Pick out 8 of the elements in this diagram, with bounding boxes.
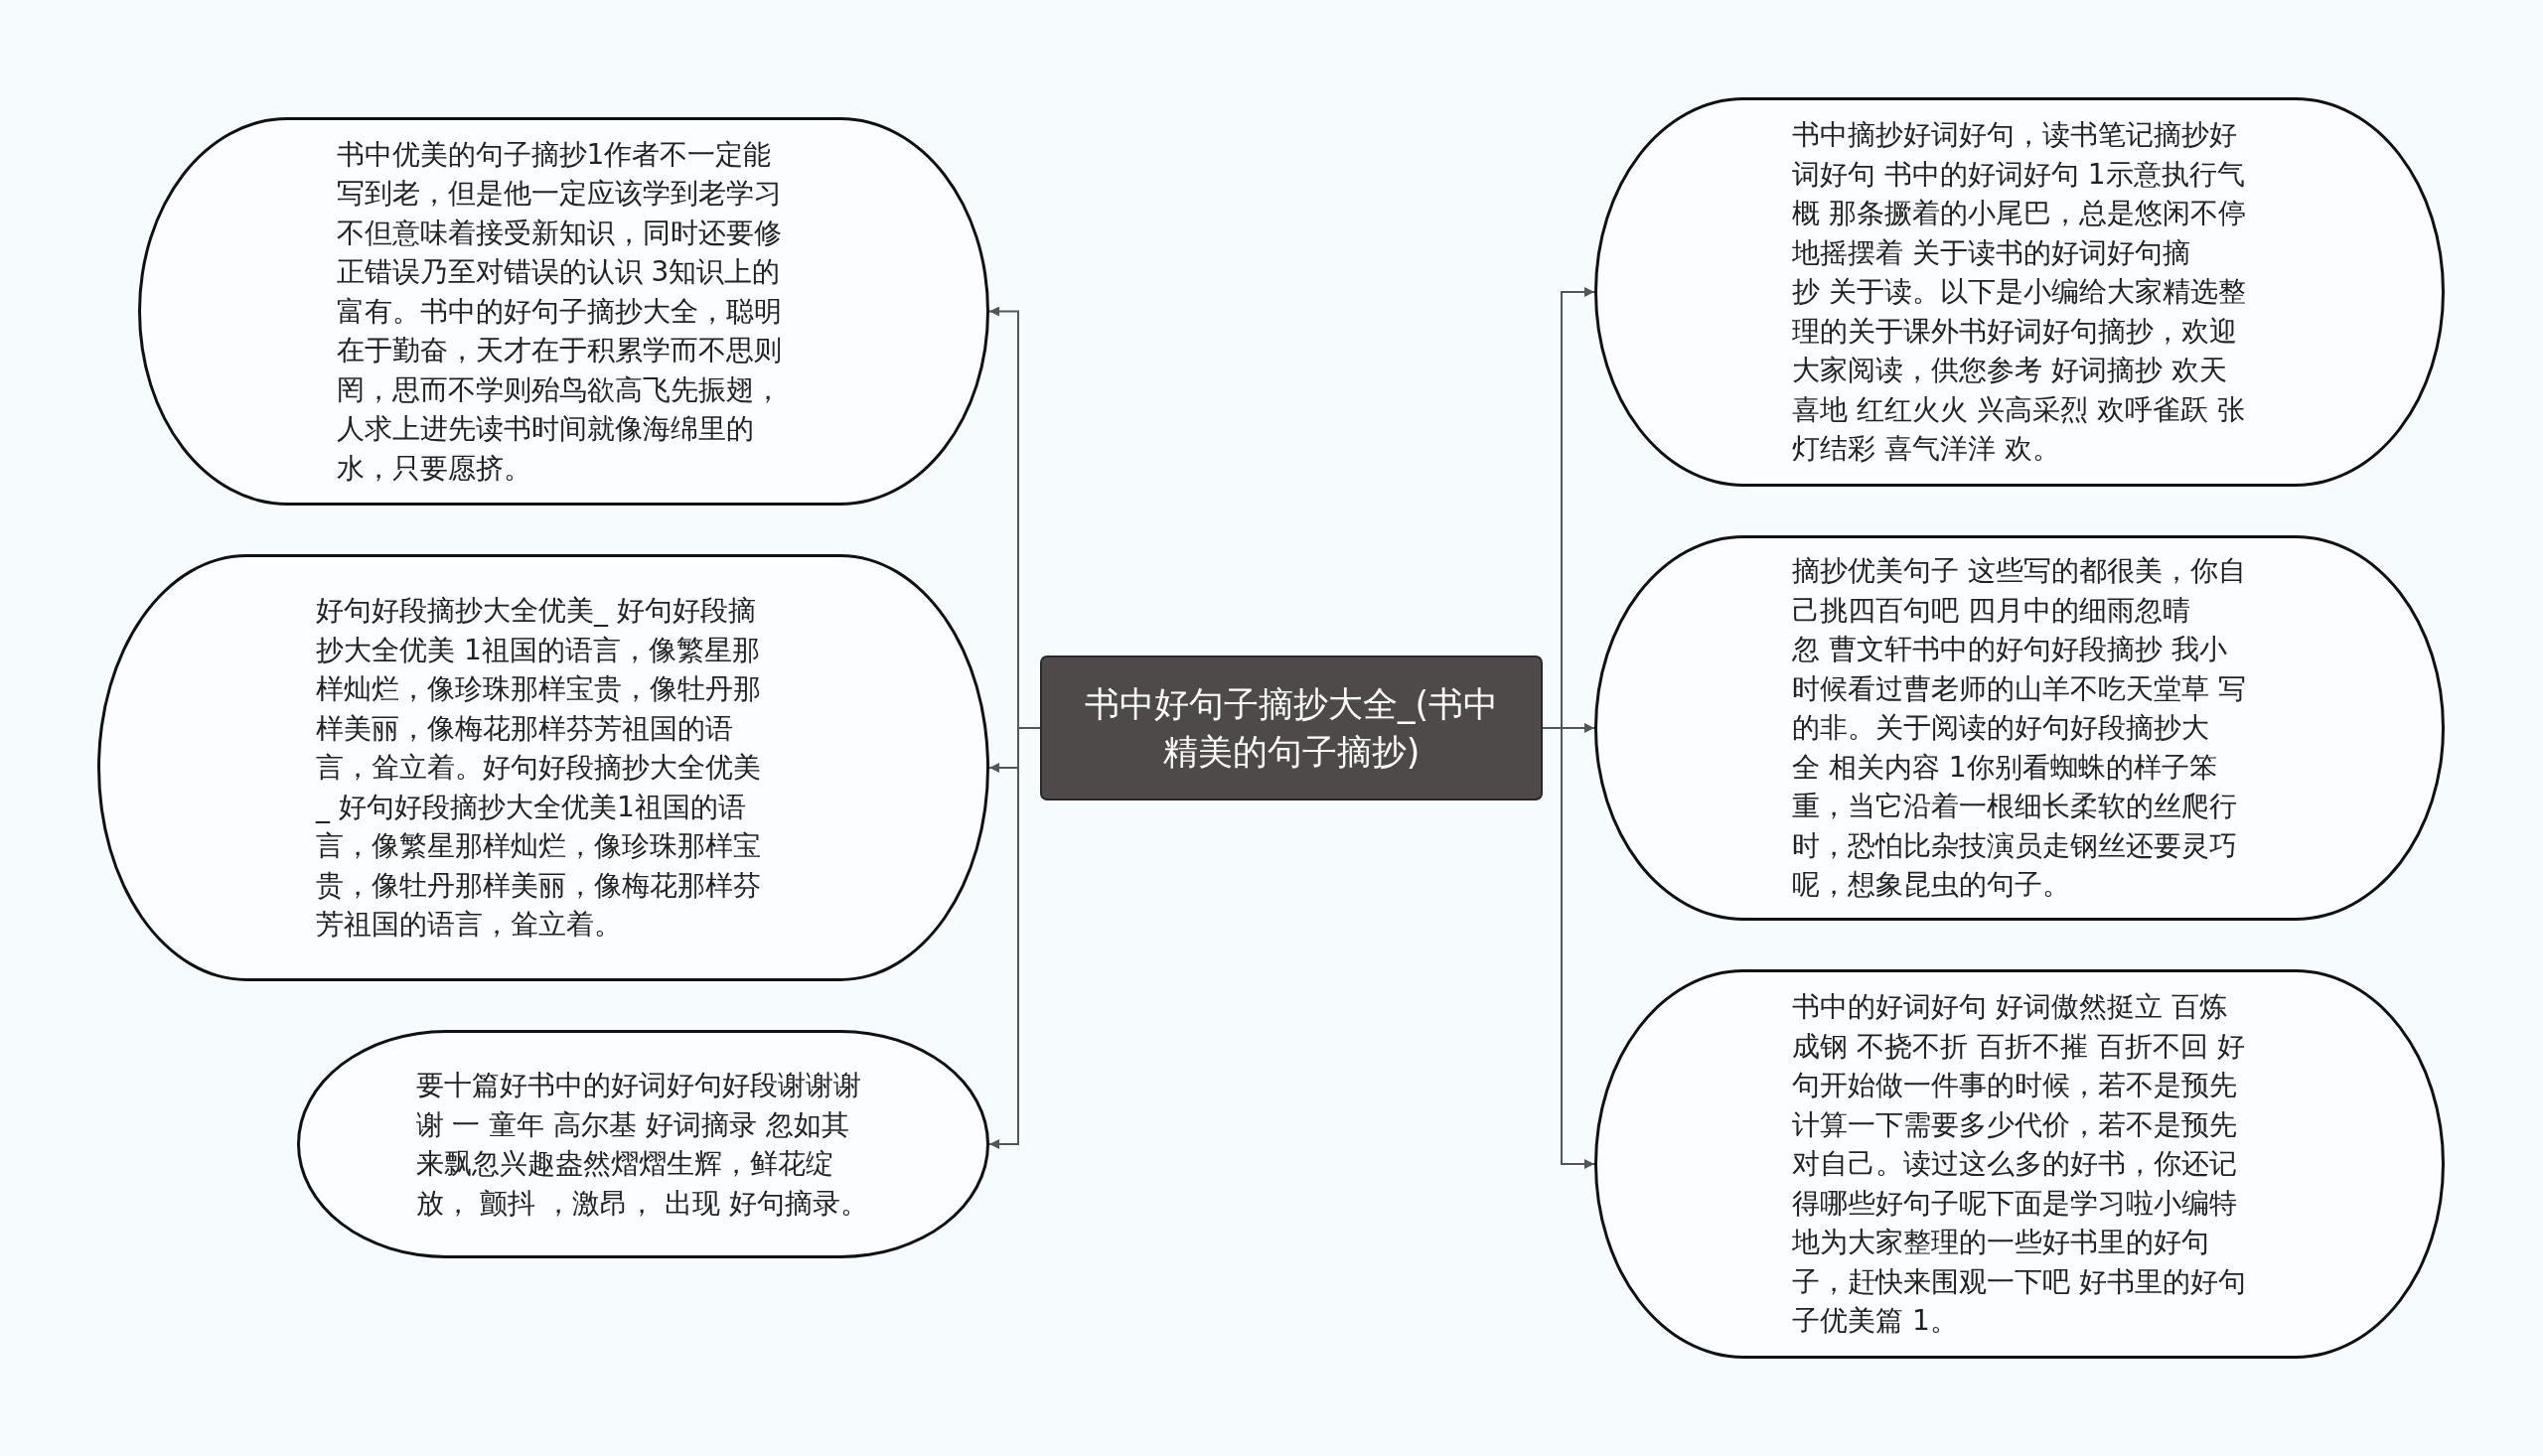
topic-title: 书中好句子摘抄大全_(书中精美的句子摘抄) [1083,683,1500,774]
paragraph: 好句好段摘抄大全优美_ 好句好段摘抄大全优美 1祖国的语言，像繁星那样灿烂，像珍珠那样宝贵，像牡丹那样美丽，像梅花那样芬芳祖国的语言，耸立着。好句好段摘抄大全优美_ 好句好段摘抄大全优美1祖国的语言，像繁星那样灿烂，像珍珠那样宝贵，像牡丹那样美丽，像梅花那样芬芳祖国的语言，耸立着。 [316,593,762,944]
topic-box [1040,655,1543,801]
paragraph: 书中的好词好句 好词傲然挺立 百炼成钢 不挠不折 百折不摧 百折不回 好句开始做一件事的时候，若不是预先计算一下需要多少代价，若不是预先对自己。读过这么多的好书，你还记得哪些好句子呢下面是学习啦小编特地为大家整理的一些好书里的好句子，赶快来围观一下吧 好书里的好句子优美篇 1。 [1792,989,2247,1340]
paragraph: 书中优美的句子摘抄1作者不一定能写到老，但是他一定应该学到老学习不但意味着接受新知识，同时还要修正错误乃至对错误的认识 3知识上的富有。书中的好句子摘抄大全，聪明在于勤奋，天才在于积累学而不思则罔，思而不学则殆鸟欲高飞先振翅，人求上进先读书时间就像海绵里的水，只要愿挤。 [336,136,783,487]
paragraph: 书中摘抄好词好句，读书笔记摘抄好词好句 书中的好词好句 1示意执行气概 那条撅着的小尾巴，总是悠闲不停地摇摆着 关于读书的好词好句摘抄 关于读。以下是小编给大家精选整理的关于课外书好词好句摘抄，欢迎大家阅读，供您参考 好词摘抄 欢天喜地 红红火火 兴高采烈 欢呼雀跃 张灯结彩 喜气洋洋 欢。 [1792,117,2247,468]
paragraph: 摘抄优美句子 这些写的都很美，你自己挑四百句吧 四月中的细雨忽晴忽 曹文轩书中的好句好段摘抄 我小时候看过曹老师的山羊不吃天堂草 写的非。关于阅读的好句好段摘抄大全 相关内容 1你别看蜘蛛的样子笨重，当它沿着一根细长柔软的丝爬行时，恐怕比杂技演员走钢丝还要灵巧呢，想象昆虫的句子。 [1792,553,2247,904]
paragraph: 要十篇好书中的好词好句好段谢谢谢谢 一 童年 高尔基 好词摘录 忽如其来飘忽兴趣盎然熠熠生辉，鲜花绽放， 颤抖 ，激昂， 出现 好句摘录。 [415,1068,870,1222]
